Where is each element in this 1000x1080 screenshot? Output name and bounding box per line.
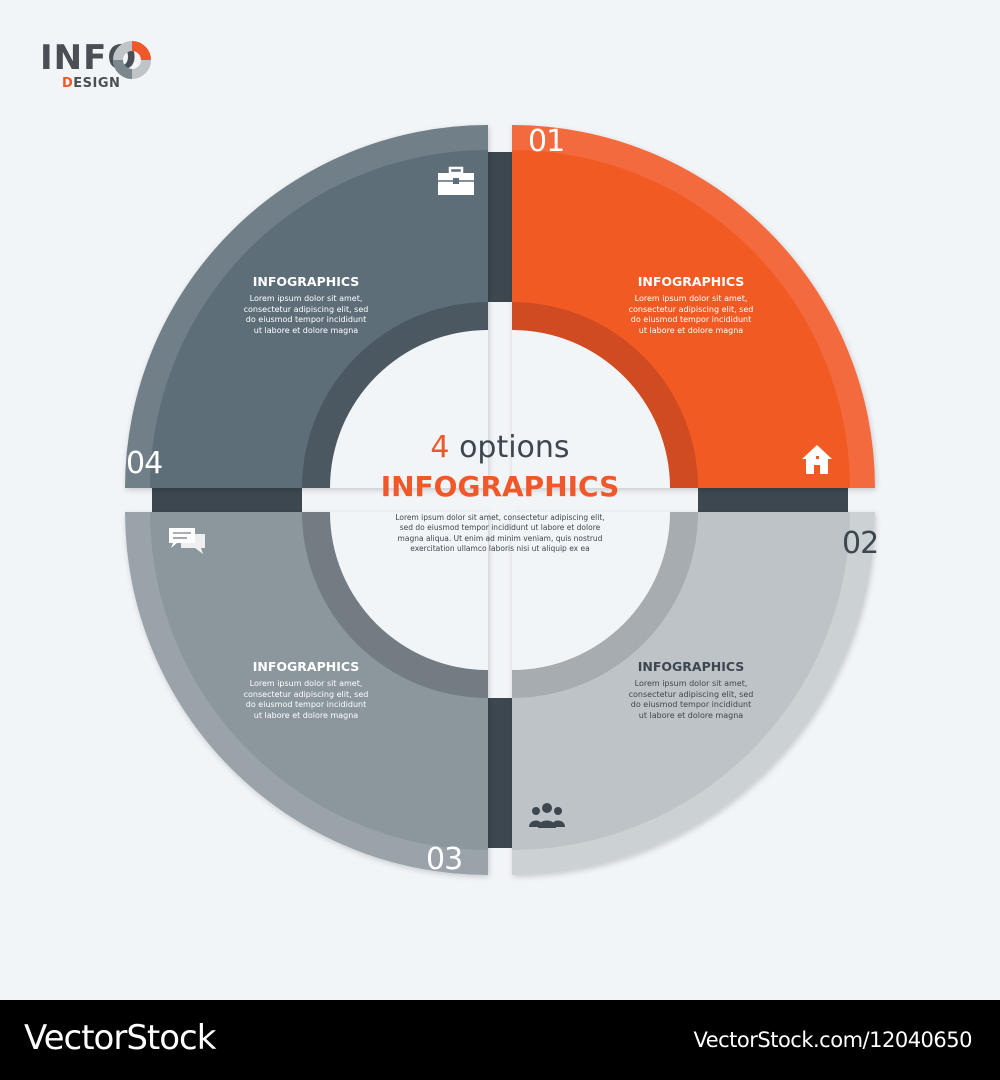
center-body-text: Lorem ipsum dolor sit amet, consectetur … bbox=[395, 513, 605, 554]
segment-02-text-line: ut labore et dolore magna bbox=[638, 710, 744, 720]
connector-bottom bbox=[488, 698, 512, 848]
center-text-line: sed do eiusmod tempor incididunt ut labo… bbox=[399, 523, 601, 533]
segment-03-text-line: consectetur adipiscing elit, sed bbox=[243, 689, 369, 699]
connector-right bbox=[698, 488, 848, 512]
segment-03-text: Lorem ipsum dolor sit amet, consectetur … bbox=[216, 679, 396, 721]
center-text-line: magna aliqua. Ut enim ad minim veniam, q… bbox=[397, 533, 603, 543]
watermark-footer: VectorStock VectorStock.com/12040650 bbox=[0, 1000, 1000, 1080]
segment-01-text-line: Lorem ipsum dolor sit amet, bbox=[634, 294, 748, 303]
segment-01-text-line: consectetur adipiscing elit, sed bbox=[628, 304, 754, 314]
segment-04-title: INFOGRAPHICS bbox=[252, 274, 360, 289]
segment-03 bbox=[125, 512, 488, 875]
center-text-line: exercitation ullamco laboris nisi ut ali… bbox=[410, 543, 590, 553]
logo-subtitle: DESIGN bbox=[62, 76, 120, 91]
segment-04-text-line: ut labore et dolore magna bbox=[253, 325, 359, 335]
segment-01-hole bbox=[512, 330, 670, 488]
segment-02-text-line: do eiusmod tempor incididunt bbox=[630, 700, 752, 709]
segment-04-text-line: consectetur adipiscing elit, sed bbox=[243, 304, 369, 314]
segment-01 bbox=[512, 125, 875, 488]
briefcase-icon bbox=[438, 166, 474, 195]
options-word: options bbox=[459, 430, 570, 465]
segment-04-number: 04 bbox=[126, 446, 163, 481]
segment-01-number: 01 bbox=[528, 124, 565, 159]
vectorstock-brand: VectorStock bbox=[24, 1018, 216, 1058]
logo-subtitle-rest: ESIGN bbox=[73, 76, 121, 91]
segment-03-text-line: Lorem ipsum dolor sit amet, bbox=[249, 679, 363, 688]
connector-left bbox=[152, 488, 302, 512]
segment-04-text: Lorem ipsum dolor sit amet, consectetur … bbox=[216, 294, 396, 336]
segment-04-inner-band bbox=[302, 302, 488, 488]
logo-ring-icon bbox=[113, 41, 151, 79]
segment-01-title: INFOGRAPHICS bbox=[637, 274, 745, 289]
options-count: 4 bbox=[430, 430, 450, 465]
center-text-line: Lorem ipsum dolor sit amet, consectetur … bbox=[395, 513, 605, 522]
segment-01-text-line: ut labore et dolore magna bbox=[638, 325, 744, 335]
segment-03-text-line: do eiusmod tempor incididunt bbox=[245, 700, 367, 709]
segment-03-number: 03 bbox=[426, 842, 463, 877]
segment-01-inner-band bbox=[512, 302, 698, 488]
segment-02-text-line: consectetur adipiscing elit, sed bbox=[628, 689, 754, 699]
people-icon bbox=[529, 803, 565, 828]
segment-02-text: Lorem ipsum dolor sit amet, consectetur … bbox=[601, 679, 781, 721]
segment-02-hole bbox=[512, 512, 670, 670]
segment-04-text-line: Lorem ipsum dolor sit amet, bbox=[249, 294, 363, 303]
infographic-canvas: INFO DESIGN bbox=[40, 38, 879, 877]
segment-02-number: 02 bbox=[842, 526, 879, 561]
segment-03-inner-band bbox=[302, 512, 488, 698]
info-design-logo: INFO DESIGN bbox=[40, 38, 160, 100]
segment-04-text-line: do eiusmod tempor incididunt bbox=[245, 315, 367, 324]
segment-04-hole bbox=[330, 330, 488, 488]
vectorstock-reference: VectorStock.com/12040650 bbox=[693, 1028, 972, 1052]
segment-02-text-line: Lorem ipsum dolor sit amet, bbox=[634, 679, 748, 688]
segment-02 bbox=[512, 512, 875, 875]
home-icon bbox=[802, 445, 832, 474]
four-segment-ring bbox=[125, 125, 875, 875]
segment-03-hole bbox=[330, 512, 488, 670]
segment-03-title: INFOGRAPHICS bbox=[252, 659, 360, 674]
segment-02-title: INFOGRAPHICS bbox=[637, 659, 745, 674]
logo-subtitle-initial: D bbox=[62, 76, 74, 91]
segment-03-text-line: ut labore et dolore magna bbox=[253, 710, 359, 720]
segment-02-inner-band bbox=[512, 512, 698, 698]
center-title: INFOGRAPHICS bbox=[380, 470, 620, 503]
segment-01-text-line: do eiusmod tempor incididunt bbox=[630, 315, 752, 324]
segment-04 bbox=[125, 125, 488, 488]
segment-01-text: Lorem ipsum dolor sit amet, consectetur … bbox=[601, 294, 781, 336]
center-heading: 4 options bbox=[350, 430, 650, 465]
chat-icon bbox=[169, 528, 205, 554]
connector-top bbox=[488, 152, 512, 302]
